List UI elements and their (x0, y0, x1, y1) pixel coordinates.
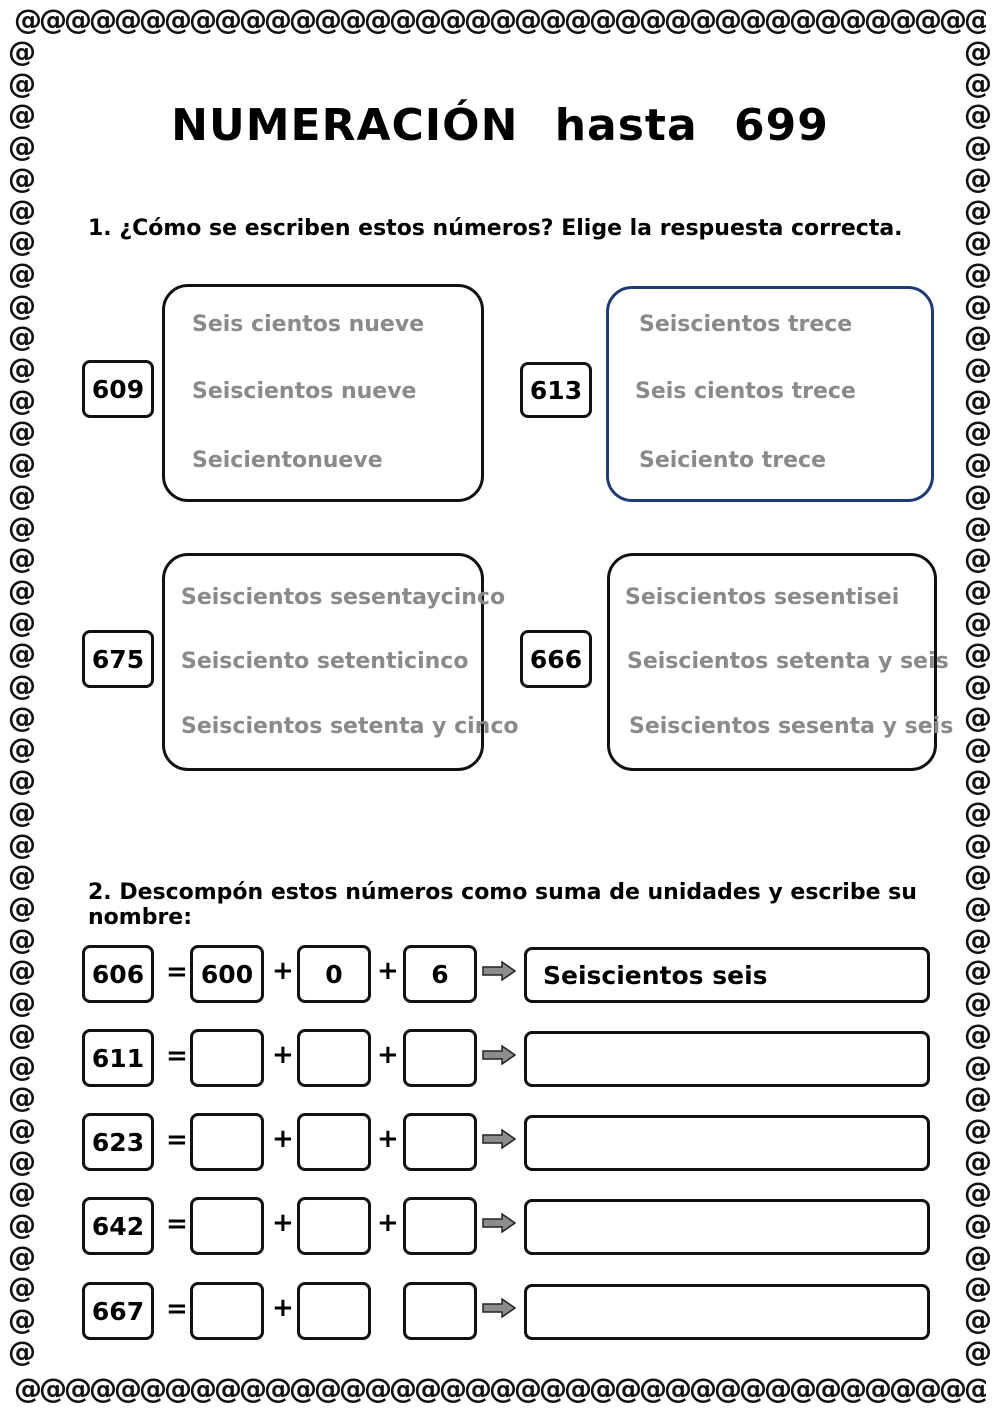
tens-input[interactable] (297, 1197, 371, 1255)
number-box: 606 (82, 945, 154, 1003)
equals-sign: = (166, 1294, 188, 1324)
border-right: @@@@@@@@@@@@@@@@@@@@@@@@@@@@@@@@@@@@@@@@… (964, 36, 992, 1368)
option[interactable]: Seiscientos sesentaycinco (181, 585, 506, 610)
option[interactable]: Seicientonueve (192, 448, 383, 473)
number-box: 642 (82, 1197, 154, 1255)
arrow-right-icon (482, 1298, 516, 1318)
hundreds-input[interactable] (190, 1197, 264, 1255)
units-input[interactable] (403, 1197, 477, 1255)
arrow-right-icon (482, 1045, 516, 1065)
plus-sign: + (272, 1208, 294, 1238)
option[interactable]: Seiscientos setenta y seis (627, 649, 949, 674)
option[interactable]: Seis cientos nueve (192, 312, 425, 337)
tens-input[interactable] (297, 1029, 371, 1087)
number-box-666: 666 (520, 630, 592, 688)
options-box-609 (162, 284, 484, 502)
question-1: 1. ¿Cómo se escriben estos números? Elig… (88, 216, 903, 241)
units-input[interactable]: 6 (403, 945, 477, 1003)
hundreds-input[interactable] (190, 1282, 264, 1340)
border-left: @@@@@@@@@@@@@@@@@@@@@@@@@@@@@@@@@@@@@@@@… (8, 36, 36, 1368)
number-box: 623 (82, 1113, 154, 1171)
option[interactable]: Seiscientos sesenta y seis (629, 714, 954, 739)
plus-sign: + (272, 1040, 294, 1070)
plus-sign: + (272, 956, 294, 986)
options-box-666 (607, 553, 937, 771)
option[interactable]: Seis cientos trece (635, 379, 856, 404)
border-top: @@@@@@@@@@@@@@@@@@@@@@@@@@@@@@@@@@@@@@@@… (14, 6, 986, 36)
tens-input[interactable] (297, 1113, 371, 1171)
name-answer-field[interactable] (524, 1284, 930, 1340)
hundreds-input[interactable] (190, 1029, 264, 1087)
number-box: 667 (82, 1282, 154, 1340)
equals-sign: = (166, 957, 188, 987)
options-box-675 (162, 553, 484, 771)
border-bottom: @@@@@@@@@@@@@@@@@@@@@@@@@@@@@@@@@@@@@@@@… (14, 1375, 986, 1405)
equals-sign: = (166, 1209, 188, 1239)
hundreds-input[interactable] (190, 1113, 264, 1171)
units-input[interactable] (403, 1282, 477, 1340)
plus-sign: + (377, 1040, 399, 1070)
plus-sign: + (377, 1124, 399, 1154)
plus-sign: + (272, 1293, 294, 1323)
units-input[interactable] (403, 1113, 477, 1171)
plus-sign: + (377, 1208, 399, 1238)
name-answer-field[interactable]: Seiscientos seis (524, 947, 930, 1003)
option[interactable]: Seiciento trece (639, 448, 827, 473)
question-2: 2. Descompón estos números como suma de … (88, 880, 917, 930)
number-box-675: 675 (82, 630, 154, 688)
equals-sign: = (166, 1125, 188, 1155)
number-box-613: 613 (520, 362, 592, 418)
arrow-right-icon (482, 961, 516, 981)
tens-input[interactable] (297, 1282, 371, 1340)
page-title: NUMERACIÓN hasta 699 (171, 100, 829, 151)
name-answer-field[interactable] (524, 1199, 930, 1255)
name-answer-field[interactable] (524, 1115, 930, 1171)
number-box-609: 609 (82, 360, 154, 418)
name-answer-field[interactable] (524, 1031, 930, 1087)
number-box: 611 (82, 1029, 154, 1087)
hundreds-input[interactable]: 600 (190, 945, 264, 1003)
plus-sign: + (377, 956, 399, 986)
units-input[interactable] (403, 1029, 477, 1087)
option[interactable]: Seiscientos trece (639, 312, 853, 337)
option[interactable]: Seiscientos setenta y cinco (181, 714, 519, 739)
plus-sign: + (272, 1124, 294, 1154)
option[interactable]: Seiscientos nueve (192, 379, 417, 404)
arrow-right-icon (482, 1129, 516, 1149)
equals-sign: = (166, 1041, 188, 1071)
options-box-613 (606, 286, 934, 502)
option[interactable]: Seiscientos sesentisei (625, 585, 900, 610)
tens-input[interactable]: 0 (297, 945, 371, 1003)
option[interactable]: Seisciento setenticinco (181, 649, 469, 674)
arrow-right-icon (482, 1213, 516, 1233)
